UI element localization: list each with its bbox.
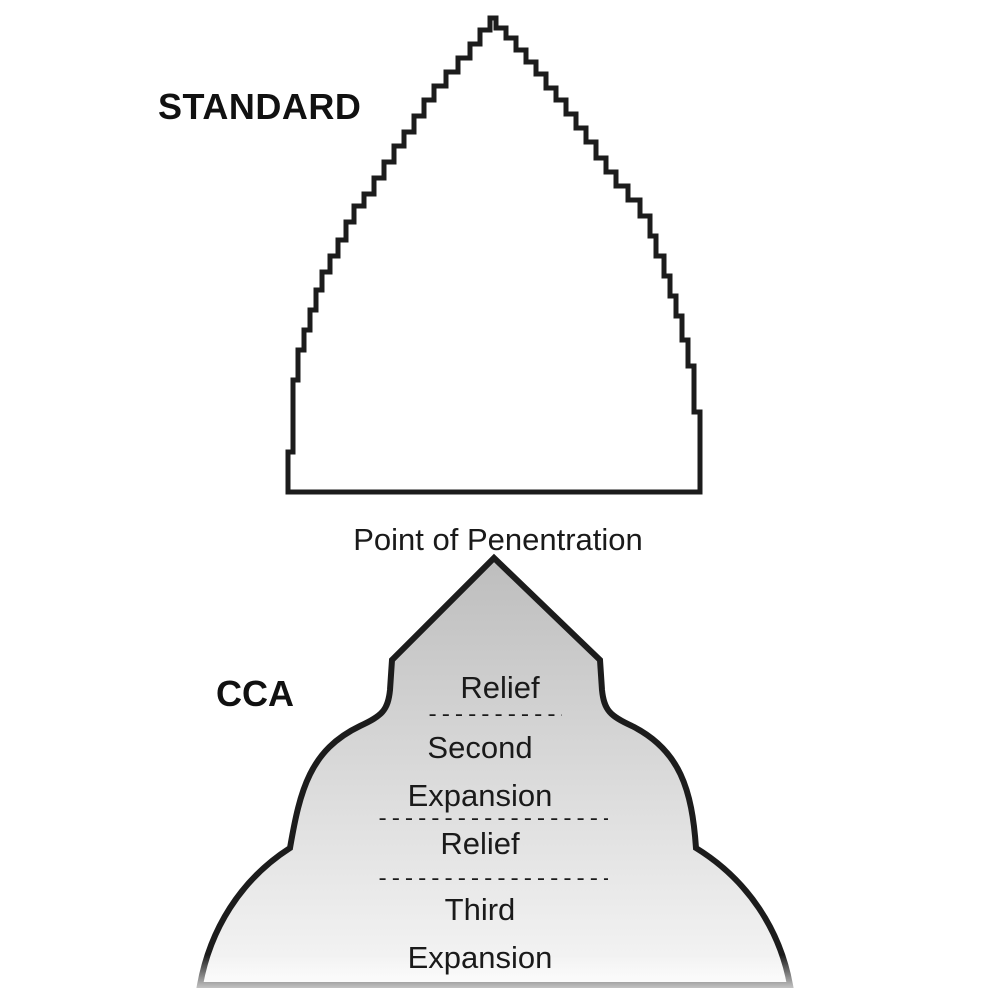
bottom-fade (180, 955, 820, 1000)
zone-divider-1: ------------- (426, 706, 562, 726)
zone-divider-3: ---------------------- (376, 870, 608, 890)
zone-divider-2: ---------------------- (376, 810, 608, 830)
point-of-penetration-label: Point of Penentration (353, 522, 643, 557)
zone-third-expansion-label: Third Expansion (407, 892, 553, 975)
cca-title: CCA (216, 673, 294, 714)
zone-second-expansion-label: Second Expansion (407, 730, 553, 813)
zone-relief-2-label: Relief (440, 826, 520, 861)
zone-relief-1-label: Relief (460, 670, 540, 705)
cca-shape (196, 553, 794, 988)
standard-title: STANDARD (158, 86, 362, 127)
standard-arch-shape (285, 15, 703, 495)
